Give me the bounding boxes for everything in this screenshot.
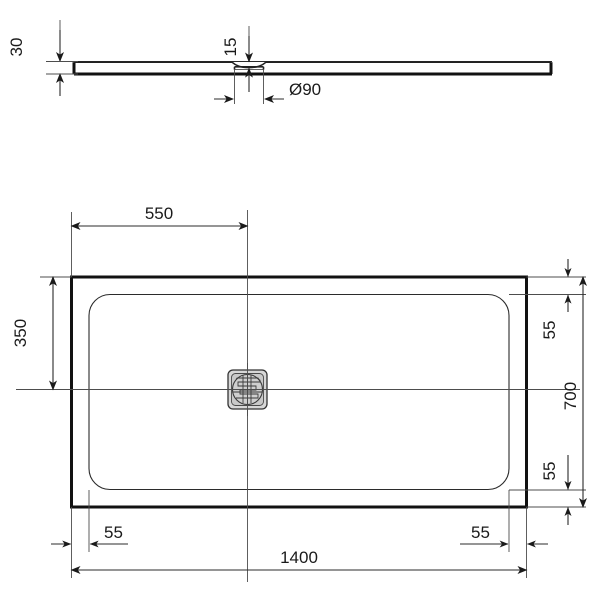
section-drain-recess	[231, 61, 267, 71]
dimension-drain-from-top-350: 350	[11, 276, 57, 391]
dimension-rim-bottom-55: 55	[540, 455, 572, 525]
dimension-label-700: 700	[561, 382, 580, 410]
dimension-overall-width-1400: 1400	[70, 548, 528, 574]
dimension-drain-from-left-550: 550	[70, 204, 249, 230]
side-section-view: 30 15 Ø90	[7, 20, 553, 104]
dimension-rim-top-55: 55	[540, 259, 572, 340]
dimension-thickness-30: 30	[7, 20, 78, 96]
dimension-label-550: 550	[145, 204, 173, 223]
drain-assembly	[221, 363, 274, 416]
dimension-label-drain-diameter: Ø90	[289, 80, 321, 99]
dimension-label-rim-right-55: 55	[471, 523, 490, 542]
dimension-label-thickness: 30	[7, 38, 26, 57]
dimension-label-350: 350	[11, 319, 30, 347]
tray-inner-basin	[88, 293, 510, 491]
dimension-drain-depth-15: 15	[221, 26, 253, 92]
dimension-label-rim-top-55: 55	[540, 321, 559, 340]
top-plan-view: 550 350 55 700 55	[11, 204, 587, 582]
dimension-label-rim-left-55: 55	[104, 523, 123, 542]
section-tray-body	[48, 60, 553, 76]
dimension-label-rim-bottom-55: 55	[540, 462, 559, 481]
dimension-label-1400: 1400	[280, 548, 318, 567]
drain-centre-lines	[16, 210, 580, 582]
dimension-overall-depth-700: 700	[561, 276, 587, 508]
tray-outer-outline	[70, 275, 528, 509]
dimension-label-drain-depth: 15	[221, 38, 240, 57]
dimension-rim-left-55: 55	[51, 523, 128, 548]
dimension-rim-right-55: 55	[460, 523, 548, 548]
dimension-drain-diameter-90: Ø90	[214, 69, 321, 104]
